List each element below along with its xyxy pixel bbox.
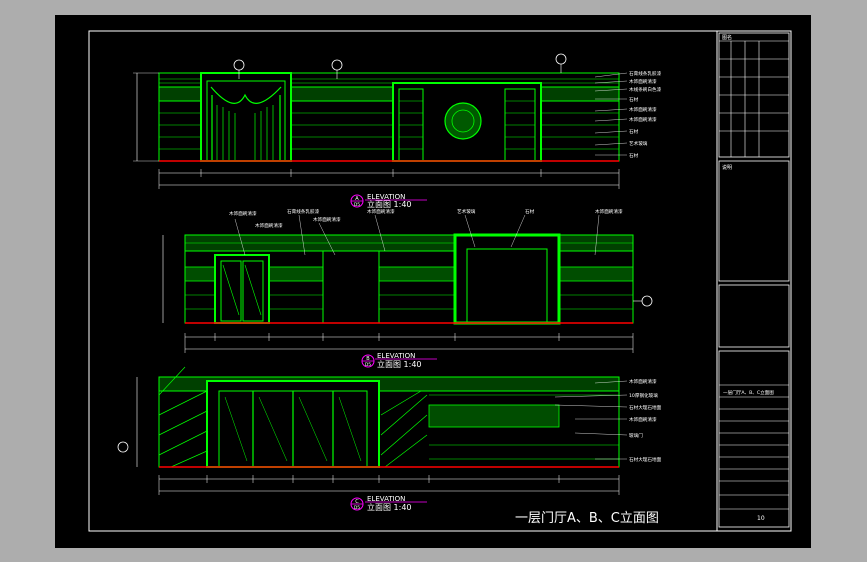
callout-note: 10厚钢化玻璃 bbox=[629, 392, 658, 399]
callout-note: 木饰面刷清漆 bbox=[629, 78, 657, 85]
elevation-c-caption: C D5 ELEVATION 立面图 1:40 bbox=[350, 495, 427, 512]
callout-note: 艺术玻璃 bbox=[457, 208, 476, 215]
callout-note: 木饰面刷清漆 bbox=[629, 106, 657, 113]
callout-note: 玻璃门 bbox=[629, 432, 643, 439]
elevation-a-caption: A D5 ELEVATION 立面图 1:40 bbox=[350, 193, 427, 209]
drawing-sheet: 图名 说明 一层门厅A、B、C立面图 10 bbox=[55, 15, 811, 548]
callout-note: 木饰面刷清漆 bbox=[629, 116, 657, 123]
elevation-b: 木饰面刷清漆石膏线条乳胶漆木饰面刷清漆木饰面刷清漆艺术玻璃石材木饰面刷清漆木饰面… bbox=[162, 208, 653, 369]
elevation-b-notes: 木饰面刷清漆石膏线条乳胶漆木饰面刷清漆木饰面刷清漆艺术玻璃石材木饰面刷清漆木饰面… bbox=[229, 208, 623, 229]
callout-note: 石材 bbox=[629, 96, 639, 103]
elevation-b-tag-top: B bbox=[366, 356, 370, 362]
callout-note: 木饰面刷清漆 bbox=[313, 216, 341, 223]
callout-note: 石材 bbox=[525, 208, 535, 215]
callout-note: 石膏线条乳胶漆 bbox=[287, 208, 320, 215]
title-block-top-label: 图名 bbox=[722, 34, 732, 41]
elevation-b-subheading: 立面图 1:40 bbox=[377, 359, 422, 369]
callout-note: 木饰面刷清漆 bbox=[229, 210, 257, 217]
title-block-notes-label: 说明 bbox=[722, 164, 732, 171]
elevation-a-tag-top: A bbox=[355, 196, 359, 202]
elevation-b-heading: ELEVATION bbox=[377, 352, 415, 360]
elevation-a-heading: ELEVATION bbox=[367, 193, 405, 201]
elevation-b-tag-bottom: D5 bbox=[365, 362, 371, 368]
callout-note: 木饰面刷清漆 bbox=[255, 222, 283, 229]
callout-note: 艺术玻璃 bbox=[629, 140, 648, 147]
elevation-a-notes: 石膏线条乳胶漆木饰面刷清漆木线条刷白色漆石材木饰面刷清漆木饰面刷清漆石材艺术玻璃… bbox=[629, 70, 662, 159]
callout-note: 木饰面刷清漆 bbox=[595, 208, 623, 215]
callout-note: 木线条刷白色漆 bbox=[629, 86, 662, 93]
title-block: 图名 说明 一层门厅A、B、C立面图 10 bbox=[716, 30, 792, 532]
elevation-a-subheading: 立面图 1:40 bbox=[367, 199, 412, 209]
title-block-drawing-name: 一层门厅A、B、C立面图 bbox=[723, 389, 774, 396]
elevation-c-heading: ELEVATION bbox=[367, 495, 405, 503]
elevation-c-tag-top: C bbox=[355, 499, 359, 505]
callout-note: 木饰面刷清漆 bbox=[629, 378, 657, 385]
callout-note: 木饰面刷清漆 bbox=[367, 208, 395, 215]
callout-note: 石膏线条乳胶漆 bbox=[629, 70, 662, 77]
callout-note: 石材 bbox=[629, 152, 639, 159]
callout-note: 石材大理石地面 bbox=[629, 404, 662, 411]
callout-note: 石材 bbox=[629, 128, 639, 135]
elevation-a-tag-bottom: D5 bbox=[354, 202, 360, 208]
elevation-c-subheading: 立面图 1:40 bbox=[367, 502, 412, 512]
callout-note: 石材大理石地面 bbox=[629, 456, 662, 463]
callout-note: 木饰面刷清漆 bbox=[629, 416, 657, 423]
sheet-number: 10 bbox=[757, 515, 765, 522]
elevation-b-caption: B D5 ELEVATION 立面图 1:40 bbox=[361, 352, 437, 369]
elevation-c-tag-bottom: D5 bbox=[354, 505, 360, 511]
cad-drawing: 图名 说明 一层门厅A、B、C立面图 10 bbox=[88, 30, 792, 532]
elevation-a: 石膏线条乳胶漆木饰面刷清漆木线条刷白色漆石材木饰面刷清漆木饰面刷清漆石材艺术玻璃… bbox=[133, 53, 662, 209]
drawing-title: 一层门厅A、B、C立面图 bbox=[515, 511, 659, 526]
